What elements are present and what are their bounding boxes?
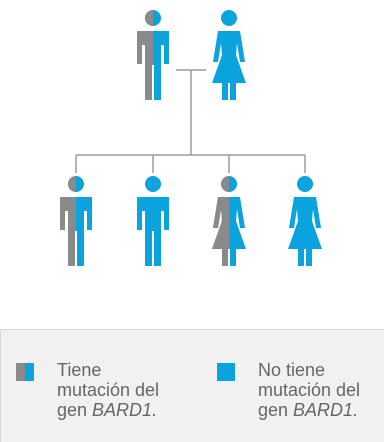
non-carrier-swatch <box>217 363 235 381</box>
figure-child-4-female <box>288 176 322 266</box>
carrier-label-line-2: mutación del <box>57 380 160 400</box>
carrier-label-line-3: gen BARD1. <box>57 400 197 420</box>
carrier-swatch-blue-half <box>25 363 34 381</box>
pedigree-lines <box>75 69 306 173</box>
carrier-label-line-1: Tiene <box>57 360 102 380</box>
figure-mother-female <box>212 10 246 100</box>
carrier-label: Tiene mutación del gen BARD1. <box>57 360 197 420</box>
non-carrier-label-line-2: mutación del <box>258 380 361 400</box>
carrier-gen-word: gen <box>57 400 93 420</box>
non-carrier-gen-word: gen <box>258 400 294 420</box>
figure-child-1-male <box>60 176 92 266</box>
carrier-swatch <box>16 363 34 381</box>
figure-child-3-female <box>212 176 246 266</box>
pedigree-diagram <box>60 10 322 266</box>
non-carrier-label: No tiene mutación del gen BARD1. <box>258 360 384 420</box>
legend: Tiene mutación del gen BARD1. No tiene m… <box>0 329 384 442</box>
non-carrier-label-line-1: No tiene <box>258 360 326 380</box>
figure-child-2-male <box>137 176 169 266</box>
non-carrier-gene-name: BARD1. <box>293 400 359 420</box>
carrier-swatch-gray-half <box>16 363 25 381</box>
figure-father-male <box>137 10 169 100</box>
non-carrier-label-line-3: gen BARD1. <box>258 400 384 420</box>
carrier-gene-name: BARD1. <box>92 400 158 420</box>
